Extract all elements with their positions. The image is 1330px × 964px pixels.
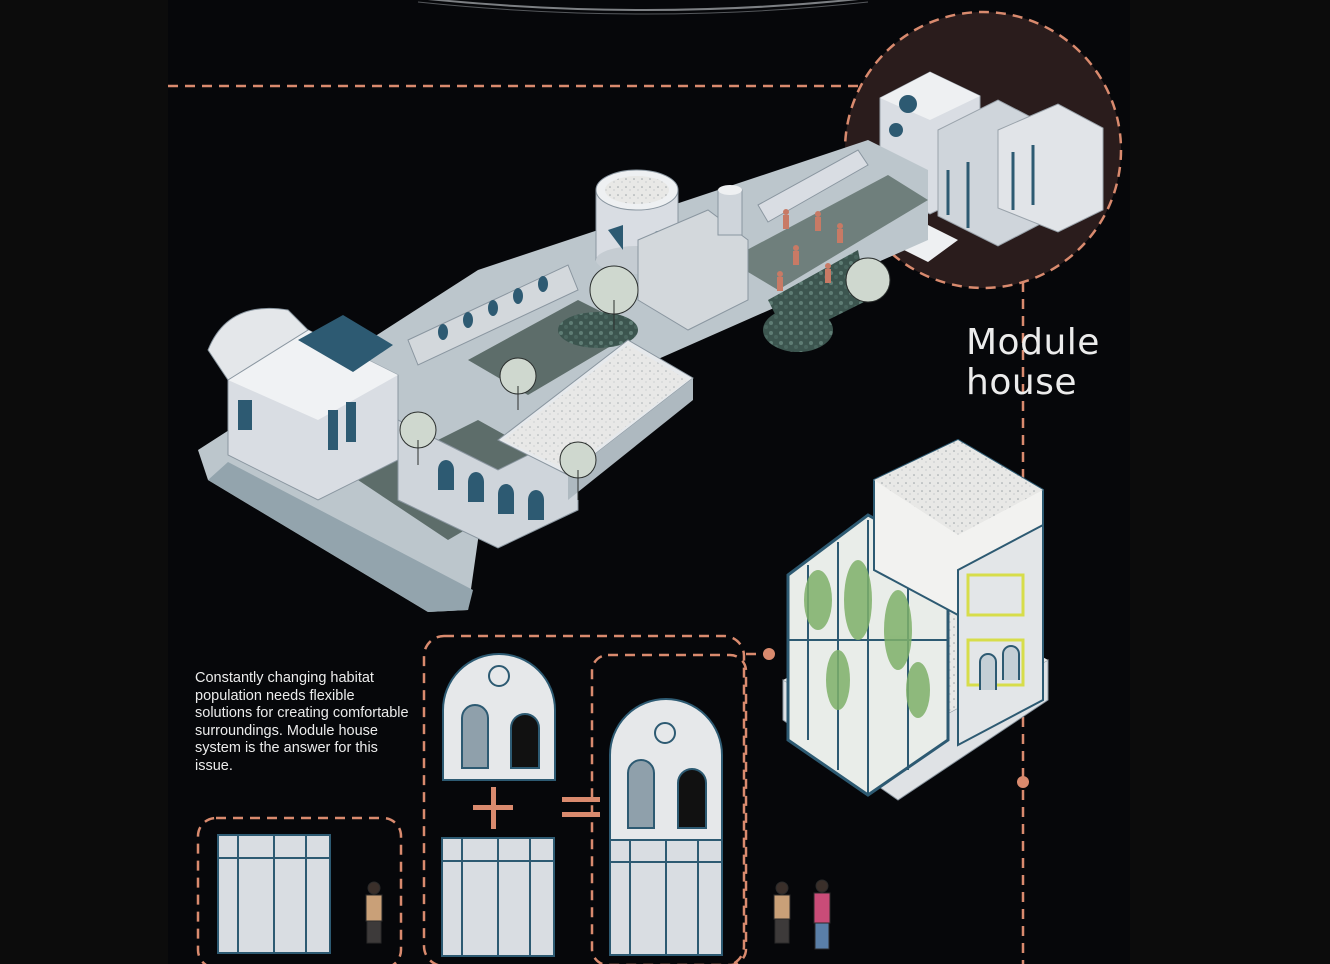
trees bbox=[399, 257, 891, 500]
connector-dot bbox=[763, 648, 775, 660]
description-text: Constantly changing habitat population n… bbox=[195, 670, 409, 774]
equals-icon bbox=[562, 797, 600, 817]
diagram-graphics bbox=[168, 0, 1123, 964]
module-house-label: Module house bbox=[966, 322, 1100, 403]
arch-module-combined bbox=[609, 698, 723, 956]
top-arc bbox=[427, 0, 859, 11]
plus-icon bbox=[473, 787, 513, 829]
isometric-complex bbox=[198, 140, 928, 612]
cylinder-tower bbox=[595, 169, 749, 331]
connector-dot bbox=[1017, 776, 1029, 788]
human-figures bbox=[365, 879, 831, 950]
window-module bbox=[217, 834, 555, 957]
module-house-axonometric bbox=[782, 438, 1049, 801]
people-group bbox=[777, 209, 843, 291]
poster-panel: Module house Constantly changing habitat… bbox=[168, 0, 1130, 964]
arch-module-top bbox=[442, 653, 556, 781]
